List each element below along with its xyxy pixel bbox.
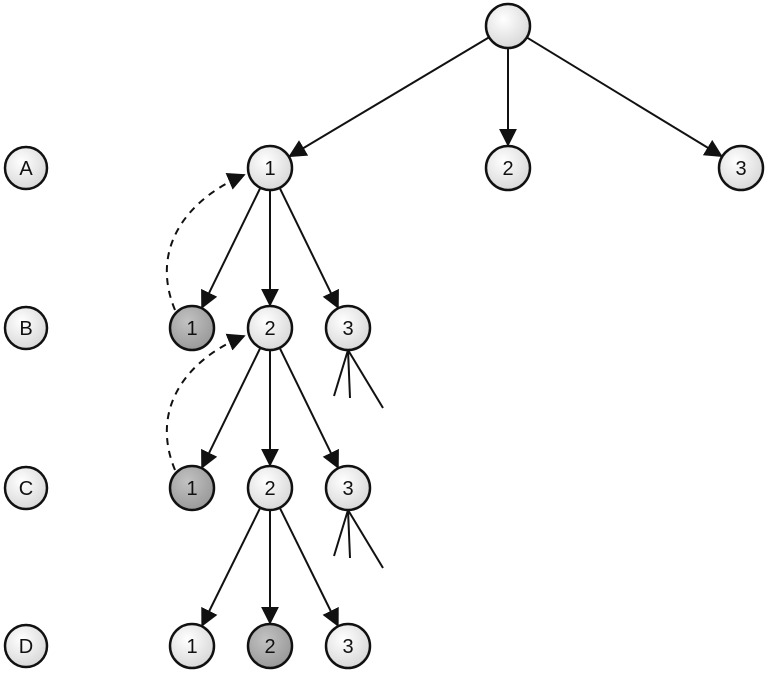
edge-c2-d3 (278, 507, 339, 627)
node-c1: 1 (168, 464, 216, 512)
row-label-b: B (3, 305, 49, 351)
edge-b2-c3 (278, 347, 339, 469)
node-root (484, 2, 532, 50)
row-labels: A B C D (3, 145, 49, 669)
unexpanded-branch-stubs (333, 349, 384, 569)
node-d2: 2 (246, 622, 294, 670)
node-c3-label: 3 (342, 478, 353, 500)
node-a2: 2 (484, 144, 532, 192)
node-c3: 3 (324, 464, 372, 512)
node-a3: 3 (717, 144, 765, 192)
edge-a1-b1 (201, 187, 262, 309)
row-label-b-text: B (19, 318, 32, 340)
backtrack-arrow-b1-a1 (165, 173, 246, 311)
row-label-c: C (3, 465, 49, 511)
node-a3-label: 3 (735, 158, 746, 180)
node-b1: 1 (168, 304, 216, 352)
node-a1: 1 (246, 144, 294, 192)
edge-a1-b3 (278, 187, 339, 309)
node-d3-label: 3 (342, 636, 353, 658)
row-label-d: D (3, 623, 49, 669)
edge-root-a3 (526, 36, 723, 157)
row-label-a: A (3, 145, 49, 191)
node-d3: 3 (324, 622, 372, 670)
backtrack-arrows (165, 173, 246, 471)
node-d2-label: 2 (264, 636, 275, 658)
tree-nodes: 1 2 3 1 2 3 1 2 (168, 2, 765, 670)
row-label-c-text: C (19, 478, 33, 500)
node-c2-label: 2 (264, 478, 275, 500)
node-b3-label: 3 (342, 318, 353, 340)
row-label-a-text: A (19, 158, 33, 180)
node-a2-label: 2 (502, 158, 513, 180)
stub-c3 (333, 509, 384, 569)
backtrack-arrow-c1-b2 (165, 333, 246, 471)
edge-b2-c1 (201, 347, 262, 469)
row-label-d-text: D (19, 636, 33, 658)
stub-b3 (333, 349, 384, 409)
node-b1-label: 1 (186, 318, 197, 340)
node-b3: 3 (324, 304, 372, 352)
edge-root-a1 (288, 36, 490, 158)
node-b2: 2 (246, 304, 294, 352)
node-d1-label: 1 (186, 636, 197, 658)
node-c2: 2 (246, 464, 294, 512)
node-c1-label: 1 (186, 478, 197, 500)
node-d1: 1 (168, 622, 216, 670)
tree-edges (201, 36, 723, 627)
node-b2-label: 2 (264, 318, 275, 340)
edge-c2-d1 (201, 507, 262, 627)
node-a1-label: 1 (264, 158, 275, 180)
